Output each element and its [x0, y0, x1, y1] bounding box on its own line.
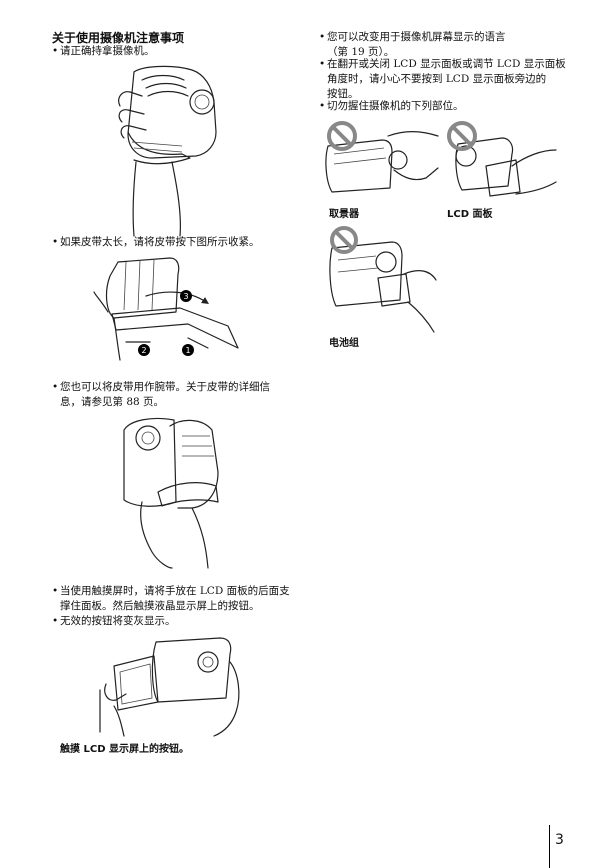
- bullet-text-line1: 您可以改变用于摄像机屏幕显示的语言: [327, 31, 506, 43]
- bullet-text-line1: 当使用触摸屏时，请将手放在 LCD 面板的后面支: [60, 585, 290, 597]
- bullet-text-line1: 您也可以将皮带用作腕带。关于皮带的详细信: [60, 381, 270, 393]
- step-1-badge: [182, 344, 194, 356]
- step-1-number: 1: [185, 346, 190, 355]
- bullet-hold-camera: • 请正确持拿摄像机。: [52, 45, 155, 57]
- bullet-text-line2: （第 19 页）。: [327, 46, 395, 58]
- bullet-invalid-buttons: • 无效的按钮将变灰显示。: [52, 615, 176, 627]
- bullet-text: 请正确持拿摄像机。: [60, 45, 155, 57]
- lcd-panel-prohibited-illustration: [447, 121, 557, 197]
- bullet-text-line3: 按钮。: [327, 88, 359, 100]
- battery-prohibited-illustration: [329, 226, 437, 333]
- prohibited-icon: [447, 121, 477, 151]
- bullet-change-language: • 您可以改变用于摄像机屏幕显示的语言 （第 19 页）。: [319, 31, 506, 58]
- wrist-strap-illustration: [123, 417, 219, 569]
- prohibited-icon: [327, 121, 357, 151]
- page-number: 3: [555, 832, 564, 848]
- bullet-text: 切勿握住摄像机的下列部位。: [327, 100, 464, 112]
- bullet-do-not-hold: • 切勿握住摄像机的下列部位。: [319, 100, 464, 112]
- viewfinder-caption: 取景器: [329, 209, 359, 220]
- touch-lcd-caption: 触摸 LCD 显示屏上的按钮。: [60, 744, 189, 755]
- bullet-text: 无效的按钮将变灰显示。: [60, 615, 176, 627]
- bullet-lcd-caution: • 在翻开或关闭 LCD 显示面板或调节 LCD 显示面板 角度时，请小心不要按…: [319, 58, 566, 100]
- step-2-badge: [138, 344, 150, 356]
- step-2-number: 2: [141, 346, 146, 355]
- bullet-strap-too-long: • 如果皮带太长，请将皮带按下图所示收紧。: [52, 236, 260, 248]
- viewfinder-prohibited-illustration: [325, 121, 439, 193]
- bullet-text-line2: 息，请参见第 88 页。: [60, 396, 165, 408]
- section-title: 关于使用摄像机注意事项: [52, 31, 185, 45]
- battery-caption: 电池组: [329, 338, 359, 349]
- lcd-panel-caption: LCD 面板: [447, 209, 493, 220]
- bullet-text-line1: 在翻开或关闭 LCD 显示面板或调节 LCD 显示面板: [327, 58, 566, 70]
- hand-holding-camera-illustration: [118, 65, 217, 237]
- bullet-touch-screen: • 当使用触摸屏时，请将手放在 LCD 面板的后面支 撑住面板。然后触摸液晶显示…: [52, 585, 290, 612]
- step-3-number: 3: [183, 292, 188, 301]
- bullet-text: 如果皮带太长，请将皮带按下图所示收紧。: [60, 236, 260, 248]
- page-number-divider: [549, 825, 550, 868]
- step-3-badge: [180, 290, 192, 302]
- bullet-text-line2: 角度时，请小心不要按到 LCD 显示面板旁边的: [327, 73, 547, 85]
- touch-lcd-illustration: [99, 637, 240, 737]
- strap-tightening-illustration: 3 2 1: [93, 257, 239, 361]
- bullet-wrist-strap: • 您也可以将皮带用作腕带。关于皮带的详细信 息，请参见第 88 页。: [52, 381, 270, 408]
- bullet-text-line2: 撑住面板。然后触摸液晶显示屏上的按钮。: [60, 600, 260, 612]
- prohibited-icon: [330, 226, 358, 254]
